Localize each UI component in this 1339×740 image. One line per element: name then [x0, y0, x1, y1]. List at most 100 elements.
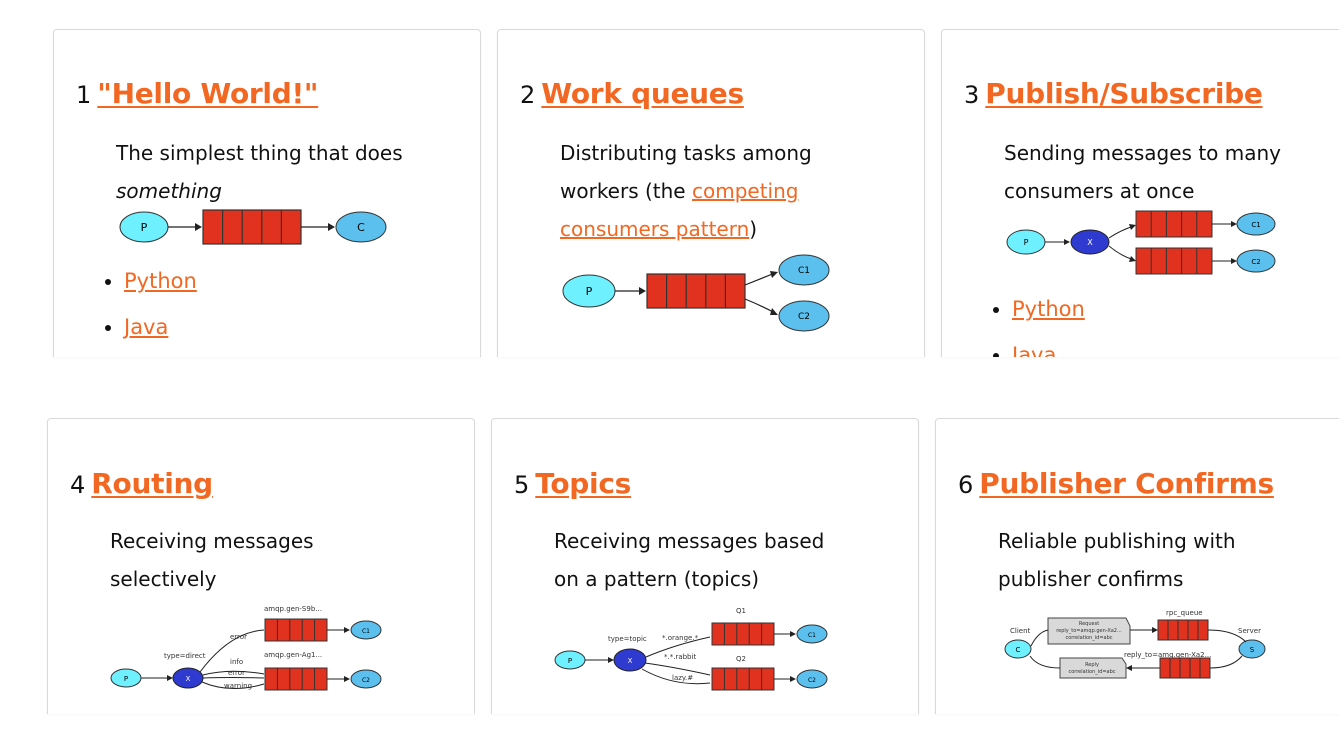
queue-1-label: Q1 — [736, 607, 746, 615]
svg-text:correlation_id=abc: correlation_id=abc — [1068, 669, 1115, 675]
consumer-2-label: C2 — [362, 677, 370, 684]
consumer-2-node — [778, 300, 830, 332]
queue-2-label: Q2 — [736, 655, 746, 663]
card-title: 6 Publisher Confirms — [958, 467, 1274, 500]
tutorial-number: 2 — [520, 81, 536, 109]
tutorial-number: 6 — [958, 471, 974, 499]
tutorial-card-3: 3 Publish/Subscribe Sending messages to … — [941, 29, 1339, 357]
publisher-confirms-diagram: Client Server rpc_queue reply_to=amq.gen… — [1004, 609, 1266, 679]
tutorial-description: Sending messages to many consumers at on… — [1004, 134, 1314, 210]
card-title: 3 Publish/Subscribe — [964, 77, 1263, 110]
exchange-type-label: type=direct — [164, 652, 206, 660]
description-text: The simplest thing that does — [116, 141, 403, 165]
request-message: Request reply_to=amqp.gen-Xa2... correla… — [1047, 617, 1131, 645]
server-node — [1238, 639, 1266, 659]
tutorial-card-6: 6 Publisher Confirms Reliable publishing… — [935, 418, 1339, 714]
tutorial-description: Receiving messages selectively — [110, 522, 360, 598]
server-node-label: S — [1250, 646, 1255, 654]
description-text: Receiving messages based on a pattern (t… — [554, 529, 825, 591]
language-link-python[interactable]: Python — [1012, 297, 1085, 321]
client-node — [1004, 639, 1032, 659]
server-label: Server — [1238, 627, 1261, 635]
consumer-1-label: C1 — [798, 266, 810, 276]
queue-1 — [1135, 210, 1213, 238]
binding-label: *.orange.* — [662, 634, 699, 642]
queue-2 — [1135, 247, 1213, 275]
svg-text:correlation_id=abc: correlation_id=abc — [1065, 635, 1112, 641]
tutorial-link-routing[interactable]: Routing — [91, 467, 213, 500]
consumer-2-label: C2 — [1251, 258, 1260, 266]
language-link-java[interactable]: Java — [124, 315, 169, 339]
binding-label: info — [230, 658, 243, 666]
exchange-node — [613, 648, 647, 672]
consumer-2-node — [1236, 249, 1276, 273]
tutorial-link-publisher-confirms[interactable]: Publisher Confirms — [979, 467, 1274, 500]
consumer-1-node — [778, 254, 830, 286]
language-link-java[interactable]: Java — [1012, 343, 1057, 357]
consumer-1-label: C1 — [808, 632, 816, 639]
queue-1-label: amqp.gen-S9b... — [264, 605, 322, 613]
consumer-2-label: C2 — [808, 677, 816, 684]
routing-diagram: amqp.gen-S9b... amqp.gen-Ag1... type=dir… — [110, 605, 382, 691]
tutorial-card-5: 5 Topics Receiving messages based on a p… — [491, 418, 919, 714]
queue-1 — [264, 618, 328, 642]
list-item: Python — [1012, 286, 1085, 332]
description-text: Distributing tasks among workers (the — [560, 141, 812, 203]
exchange-label: X — [186, 675, 191, 683]
tutorial-link-hello-world[interactable]: "Hello World!" — [97, 77, 319, 110]
tutorial-card-2: 2 Work queues Distributing tasks among w… — [497, 29, 925, 357]
tutorial-description: Reliable publishing with publisher confi… — [998, 522, 1298, 598]
description-text-end: ) — [749, 217, 758, 241]
consumer-1-node — [1236, 212, 1276, 236]
consumer-node — [335, 211, 387, 243]
list-item: Java — [124, 304, 197, 350]
tutorial-link-topics[interactable]: Topics — [535, 467, 632, 500]
exchange-node — [1070, 229, 1110, 255]
tutorial-link-publish-subscribe[interactable]: Publish/Subscribe — [985, 77, 1263, 110]
card-title: 5 Topics — [514, 467, 631, 500]
consumer-2-label: C2 — [798, 312, 810, 322]
reply-message: Reply correlation_id=abc — [1059, 657, 1127, 679]
publish-subscribe-diagram: P X C1 C2 — [1006, 210, 1276, 275]
language-list: Python Java — [982, 286, 1085, 357]
svg-text:Request: Request — [1079, 621, 1099, 627]
hello-world-diagram: P C — [119, 209, 387, 245]
svg-text:Reply: Reply — [1085, 662, 1099, 668]
card-title: 4 Routing — [70, 467, 213, 500]
svg-text:reply_to=amqp.gen-Xa2...: reply_to=amqp.gen-Xa2... — [1056, 628, 1122, 634]
consumer-label: C — [357, 221, 365, 234]
reply-queue — [1159, 657, 1211, 679]
queue-2-label: amqp.gen-Ag1... — [264, 651, 322, 659]
producer-label: P — [141, 221, 148, 234]
list-item: Python — [124, 258, 197, 304]
language-list: Python Java — [94, 258, 197, 350]
tutorial-number: 5 — [514, 471, 530, 499]
language-link-python[interactable]: Python — [124, 269, 197, 293]
consumer-2-node — [350, 669, 382, 689]
description-text: Sending messages to many consumers at on… — [1004, 141, 1282, 203]
queue-2 — [264, 667, 328, 691]
producer-label: P — [568, 657, 572, 665]
competing-consumers-link[interactable]: competing consumers pattern — [560, 179, 799, 241]
description-text: Receiving messages selectively — [110, 529, 314, 591]
rpc-queue-label: rpc_queue — [1166, 609, 1203, 617]
client-node-label: C — [1016, 646, 1021, 654]
binding-label: error — [228, 669, 245, 677]
reply-queue-label: reply_to=amq.gen-Xa2... — [1124, 651, 1211, 659]
card-title: 1 "Hello World!" — [76, 77, 319, 110]
tutorial-card-1: 1 "Hello World!" The simplest thing that… — [53, 29, 481, 357]
consumer-1-label: C1 — [1251, 221, 1260, 229]
description-emphasis: something — [116, 179, 222, 203]
queue — [202, 209, 302, 245]
rpc-queue — [1157, 619, 1209, 641]
tutorial-link-work-queues[interactable]: Work queues — [541, 77, 744, 110]
tutorial-description: Distributing tasks among workers (the co… — [560, 134, 840, 248]
producer-label: P — [1024, 238, 1029, 247]
binding-label: lazy.# — [672, 674, 693, 682]
exchange-type-label: type=topic — [608, 635, 647, 643]
queue — [646, 273, 746, 309]
exchange-label: X — [628, 657, 633, 665]
binding-label: warning — [224, 682, 252, 690]
tutorial-number: 1 — [76, 81, 92, 109]
card-title: 2 Work queues — [520, 77, 744, 110]
